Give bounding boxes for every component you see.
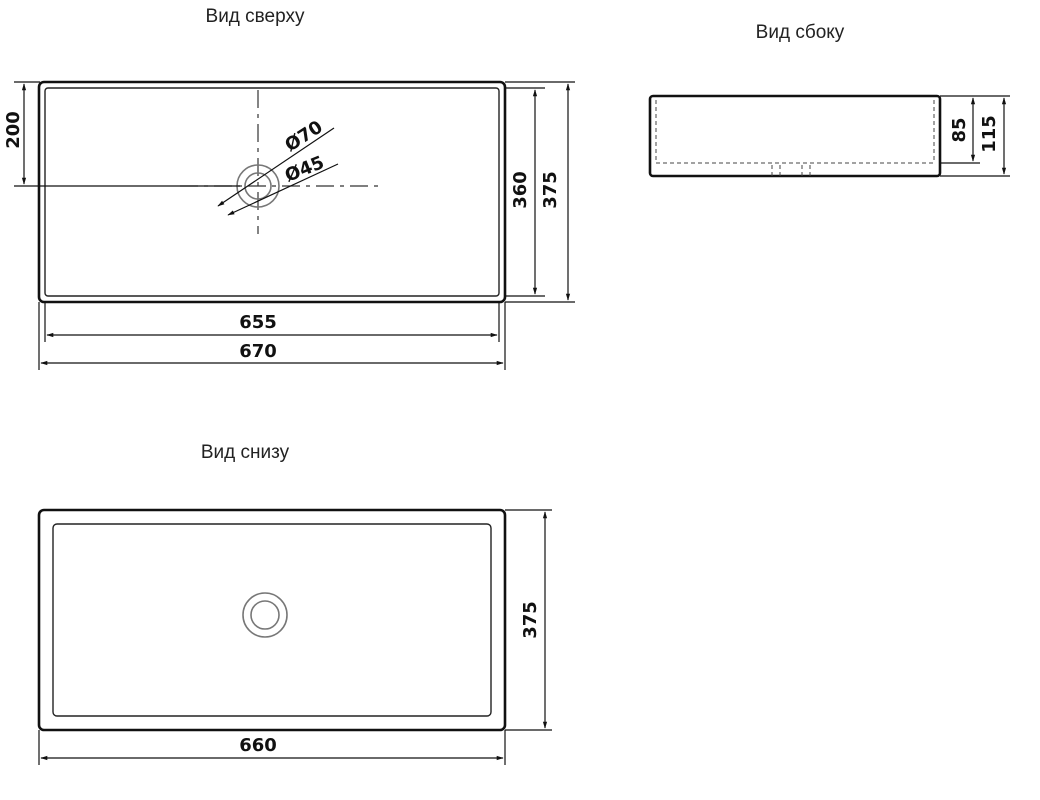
top-view-inner-outline: [44, 87, 500, 297]
dim-bottom-375-label: 375: [520, 601, 541, 639]
top-view-drain-inner: [244, 172, 272, 200]
bottom-view-title: Вид снизу: [201, 442, 290, 463]
drain-inner-leader: [227, 163, 339, 216]
dim-375-label: 375: [540, 171, 561, 209]
dim-200-label: 200: [3, 111, 24, 149]
drain-outer-leader: [217, 127, 335, 207]
side-view: Вид сбоку 85 115: [648, 22, 1010, 178]
bottom-view-drain-inner: [250, 600, 280, 630]
dim-85-label: 85: [949, 117, 970, 142]
dim-660-label: 660: [239, 735, 277, 756]
dim-115-label: 115: [979, 115, 1000, 153]
dim-360-label: 360: [510, 171, 531, 209]
bottom-view-drain-outer: [242, 592, 288, 638]
dim-655-label: 655: [239, 312, 277, 333]
dim-670-label: 670: [239, 341, 277, 362]
drain-outer-diameter-label: Ø70: [281, 117, 326, 157]
side-view-outline: [648, 94, 942, 178]
bottom-view-inner-outline: [52, 523, 492, 717]
top-view-outer-outline: [37, 80, 507, 304]
drain-inner-diameter-label: Ø45: [282, 152, 327, 187]
top-view-title: Вид сверху: [206, 6, 305, 27]
top-view: Вид сверху Ø70 Ø45 200 360 375 65: [3, 6, 575, 370]
side-view-title: Вид сбоку: [756, 22, 845, 43]
bottom-view-outer-outline: [37, 508, 507, 732]
bottom-view: Вид снизу 375 660: [37, 442, 552, 765]
